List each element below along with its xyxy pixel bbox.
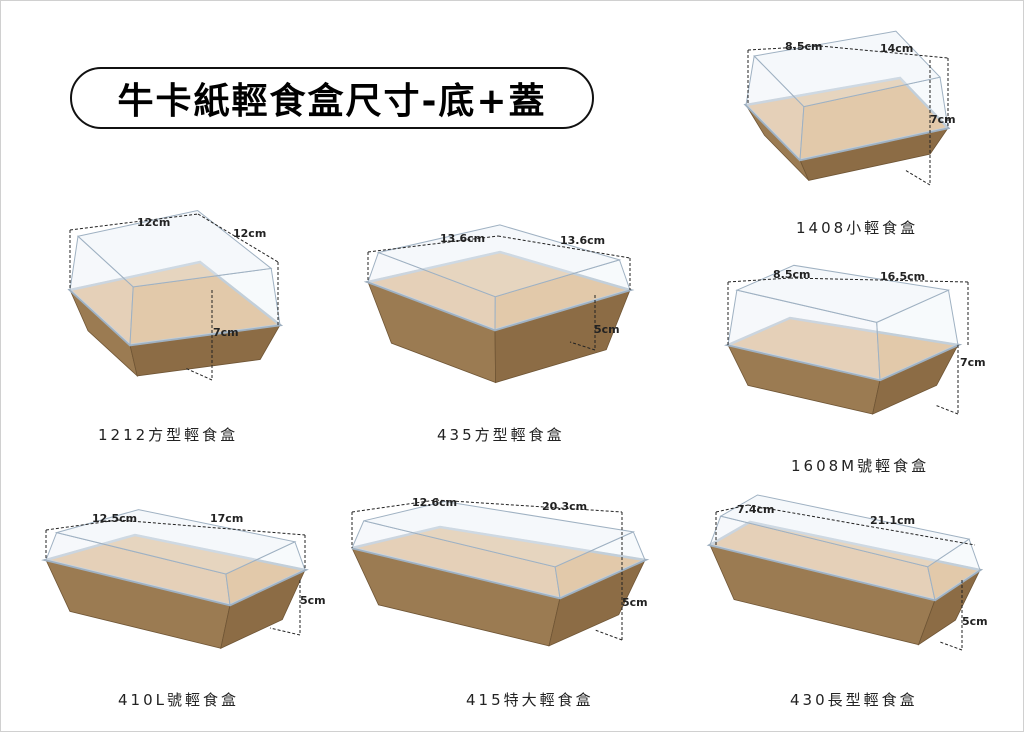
box-415-dim-line xyxy=(435,499,623,513)
box-415-dim-label: 12.6cm xyxy=(412,496,457,509)
box-1408-dim-line xyxy=(747,45,821,51)
box-410L-dim-line xyxy=(45,519,119,531)
box-430-lid-top xyxy=(719,494,971,568)
box-1608M-lid-top xyxy=(735,264,951,323)
box-1608M-dim-label: 8.5cm xyxy=(773,268,810,281)
box-410L-dim-label: 5cm xyxy=(300,594,326,607)
page-title: 牛卡紙輕食盒尺寸-底+蓋 xyxy=(70,67,594,129)
box-1608M-dim-line xyxy=(934,404,959,415)
box-430-dim-line xyxy=(939,641,963,651)
box-410L-lid-top xyxy=(54,509,297,575)
box-410L-dim-line xyxy=(269,627,301,636)
box-1408-dim-line xyxy=(819,45,949,59)
caption-415: 415特大輕食盒 xyxy=(466,691,594,709)
box-410L-dim-label: 12.5cm xyxy=(92,512,137,525)
box-1608M-dim-label: 16.5cm xyxy=(880,270,925,283)
caption-435: 435方型輕食盒 xyxy=(437,426,565,444)
box-415-dim-line xyxy=(351,499,437,513)
box-430-dim-line xyxy=(747,504,976,546)
box-415-dim-line xyxy=(594,629,623,641)
box-415-dim-label: 20.3cm xyxy=(542,500,587,513)
box-1212-dim-line xyxy=(184,367,213,381)
box-410L-dim-line xyxy=(117,519,306,536)
box-1212-dim-label: 12cm xyxy=(137,216,170,229)
box-1212-dim-label: 7cm xyxy=(213,326,239,339)
box-430-dim-label: 21.1cm xyxy=(870,514,915,527)
box-1212-dim-line xyxy=(197,213,279,263)
caption-1408: 1408小輕食盒 xyxy=(796,219,919,237)
box-1212-dim-label: 12cm xyxy=(233,227,266,240)
box-1608M-dim-label: 7cm xyxy=(960,356,986,369)
box-1408-dim-label: 7cm xyxy=(930,113,956,126)
box-435-dim-line xyxy=(569,341,596,351)
box-430-dim-label: 5cm xyxy=(962,615,988,628)
box-415-lid-top xyxy=(363,500,636,568)
box-1608M-dim-line xyxy=(727,277,791,283)
box-1212-dim-line xyxy=(69,213,199,231)
box-415-dim-label: 5cm xyxy=(622,596,648,609)
box-430-dim-label: 7.4cm xyxy=(737,503,774,516)
box-435-dim-label: 13.6cm xyxy=(560,234,605,247)
box-435-dim-line xyxy=(367,235,499,253)
box-435-dim-label: 13.6cm xyxy=(440,232,485,245)
caption-1608m: 1608M號輕食盒 xyxy=(791,457,930,475)
box-1408-dim-label: 8.5cm xyxy=(785,40,822,53)
caption-410l: 410L號輕食盒 xyxy=(118,691,239,709)
box-410L-dim-label: 17cm xyxy=(210,512,243,525)
box-1212-lid-top xyxy=(76,209,273,288)
box-1408-dim-label: 14cm xyxy=(880,42,913,55)
box-1408-lid-top xyxy=(753,30,942,108)
box-430-dim-line xyxy=(715,504,749,513)
box-435-dim-line xyxy=(497,235,631,259)
box-435-dim-label: 5cm xyxy=(594,323,620,336)
caption-1212: 1212方型輕食盒 xyxy=(98,426,239,444)
caption-430: 430長型輕食盒 xyxy=(790,691,918,709)
box-1408-dim-line xyxy=(904,169,931,186)
